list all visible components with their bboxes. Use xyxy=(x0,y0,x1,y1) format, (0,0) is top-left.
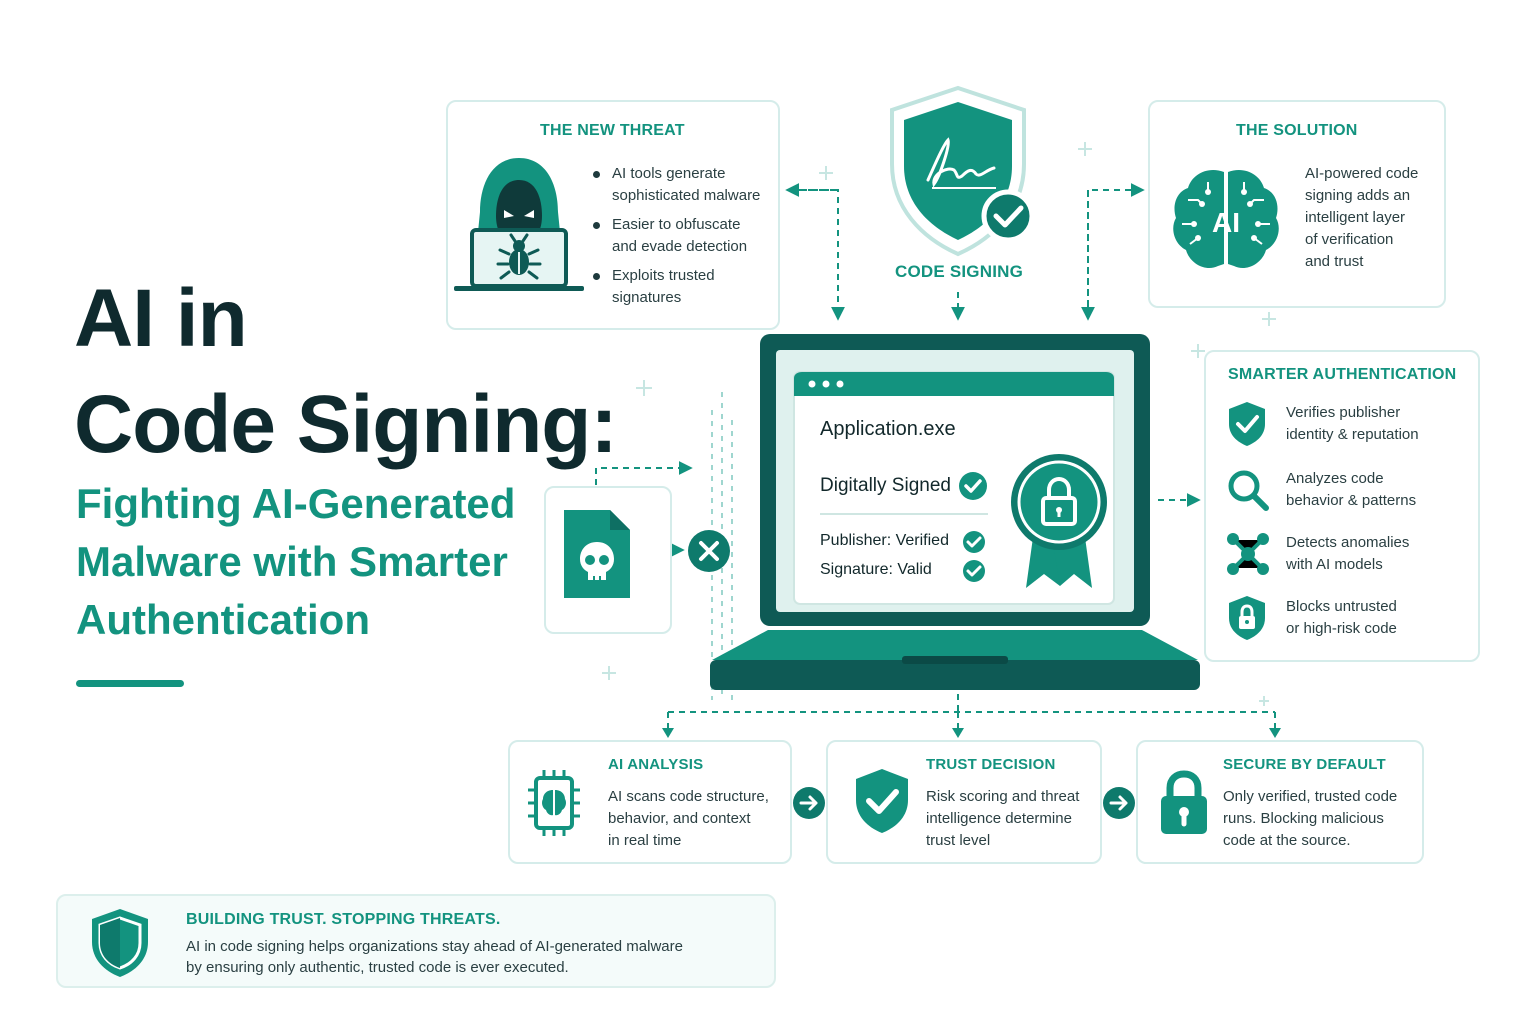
solution-line-2: signing adds an xyxy=(1305,187,1411,204)
solution-text: AI-powered code signing adds an intellig… xyxy=(1305,163,1418,273)
arrow-right-icon xyxy=(793,787,825,819)
magnifier-icon xyxy=(1228,470,1269,511)
solution-title: THE SOLUTION xyxy=(1236,122,1358,139)
bottom-banner xyxy=(56,894,776,988)
auth-item-3-line1: Detects anomalies xyxy=(1286,534,1410,551)
step-1-title: AI ANALYSIS xyxy=(608,756,704,773)
laptop-signed-status: Digitally Signed xyxy=(820,475,951,496)
code-signing-shield-icon xyxy=(890,85,1035,257)
banner-title: BUILDING TRUST. STOPPING THREATS. xyxy=(186,911,501,928)
threat-bullet-3-line1: Exploits trusted xyxy=(612,267,715,284)
laptop-signature-status: Signature: Valid xyxy=(820,561,932,578)
hero-subtitle-line3: Authentication xyxy=(76,596,370,643)
step-1-line2: behavior, and context xyxy=(608,810,751,827)
lock-seal-icon xyxy=(1011,454,1107,588)
auth-item-4-line1: Blocks untrusted xyxy=(1286,598,1397,615)
threat-bullet-1-line2: sophisticated malware xyxy=(612,187,761,204)
threat-bullet-dot xyxy=(593,171,600,178)
hero-underline xyxy=(76,680,184,687)
auth-item-4-line2: or high-risk code xyxy=(1286,620,1397,637)
solution-line-3: intelligent layer xyxy=(1305,209,1406,226)
threat-bullet-2: Easier to obfuscate and evade detection xyxy=(612,214,747,258)
ai-chip-icon xyxy=(528,770,580,836)
signed-check-icon xyxy=(959,472,987,500)
network-nodes-icon xyxy=(1227,533,1269,575)
auth-item-1-line1: Verifies publisher xyxy=(1286,404,1401,421)
solution-line-5: and trust xyxy=(1305,253,1364,270)
step-1-line1: AI scans code structure, xyxy=(608,788,769,805)
auth-item-1: Verifies publisher identity & reputation xyxy=(1286,402,1419,446)
banner-line-2: by ensuring only authentic, trusted code… xyxy=(186,959,569,976)
auth-item-2-line1: Analyzes code xyxy=(1286,470,1384,487)
shield-lock-icon xyxy=(1229,596,1265,640)
auth-item-3: Detects anomalies with AI models xyxy=(1286,532,1409,576)
threat-bullet-3: Exploits trusted signatures xyxy=(612,265,715,309)
step-3-line3: code at the source. xyxy=(1223,832,1351,849)
threat-bullet-3-line2: signatures xyxy=(612,289,682,306)
solution-line-1: AI-powered code xyxy=(1305,165,1419,182)
auth-item-4: Blocks untrusted or high-risk code xyxy=(1286,596,1397,640)
signature-check-icon xyxy=(963,560,985,582)
auth-item-2-line2: behavior & patterns xyxy=(1286,492,1417,509)
hero-title-line2: Code Signing: xyxy=(74,379,618,470)
threat-bullet-dot xyxy=(593,222,600,229)
blocked-x-icon xyxy=(688,530,730,572)
padlock-icon xyxy=(1161,770,1207,834)
auth-item-3-line2: with AI models xyxy=(1286,556,1383,573)
step-secure-default-card xyxy=(1136,740,1424,864)
hero-subtitle-line2: Malware with Smarter xyxy=(76,538,508,585)
hero-subtitle-line1: Fighting AI-Generated xyxy=(76,480,516,527)
step-2-line3: trust level xyxy=(926,832,991,849)
threat-bullet-2-line1: Easier to obfuscate xyxy=(612,216,741,233)
threat-title: THE NEW THREAT xyxy=(540,122,685,139)
laptop-filename: Application.exe xyxy=(820,418,956,440)
threat-bullet-1: AI tools generate sophisticated malware xyxy=(612,163,760,207)
banner-line-1: AI in code signing helps organizations s… xyxy=(186,938,683,955)
publisher-check-icon xyxy=(963,531,985,553)
code-signing-label: CODE SIGNING xyxy=(895,262,1024,281)
threat-bullet-2-line2: and evade detection xyxy=(612,238,748,255)
smarter-auth-title: SMARTER AUTHENTICATION xyxy=(1228,366,1457,383)
step-2-text: Risk scoring and threat intelligence det… xyxy=(926,786,1079,852)
step-2-title: TRUST DECISION xyxy=(926,756,1056,773)
hacker-icon xyxy=(454,158,584,291)
ai-brain-label: AI xyxy=(1212,207,1240,238)
auth-item-2: Analyzes code behavior & patterns xyxy=(1286,468,1416,512)
step-2-line1: Risk scoring and threat xyxy=(926,788,1080,805)
step-1-text: AI scans code structure, behavior, and c… xyxy=(608,786,769,852)
arrow-right-icon xyxy=(1103,787,1135,819)
solution-card xyxy=(1148,100,1446,308)
laptop-illustration xyxy=(710,334,1200,690)
step-2-line2: intelligence determine xyxy=(926,810,1072,827)
step-3-line2: runs. Blocking malicious xyxy=(1223,810,1384,827)
ai-brain-icon: AI xyxy=(1173,169,1279,269)
malware-file-icon xyxy=(564,510,630,598)
step-1-line3: in real time xyxy=(608,832,682,849)
laptop-publisher-status: Publisher: Verified xyxy=(820,532,949,549)
auth-item-1-line2: identity & reputation xyxy=(1286,426,1419,443)
trust-shield-check-icon xyxy=(856,769,908,833)
banner-text: AI in code signing helps organizations s… xyxy=(186,936,683,978)
hero-title-line1: AI in xyxy=(74,273,248,364)
solution-line-4: of verification xyxy=(1305,231,1394,248)
step-3-text: Only verified, trusted code runs. Blocki… xyxy=(1223,786,1397,852)
step-3-line1: Only verified, trusted code xyxy=(1223,788,1398,805)
shield-check-icon xyxy=(1229,402,1265,446)
step-3-title: SECURE BY DEFAULT xyxy=(1223,756,1386,773)
skull-icon xyxy=(580,542,614,580)
threat-bullet-dot xyxy=(593,273,600,280)
threat-bullet-1-line1: AI tools generate xyxy=(612,165,726,182)
banner-shield-icon xyxy=(92,909,148,977)
